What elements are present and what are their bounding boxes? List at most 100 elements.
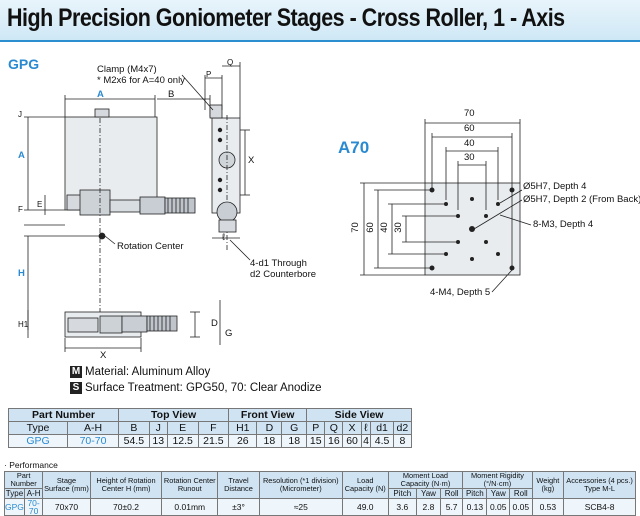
th-load: Load Capacity (N) [341,471,389,499]
dim-e: E [37,200,43,209]
cell-accessories: SCB4-8 [563,498,636,516]
th-yaw: Yaw [415,488,442,499]
cell-resolution: ≈25 [258,498,343,516]
variant-label: A70 [338,138,370,157]
th-yaw: Yaw [486,488,511,499]
a70-callout-1: Ø5H7, Depth 4 [523,181,587,192]
dim-h1: H1 [18,320,29,329]
th-pitch: Pitch [462,488,488,499]
cell-value: 26 [228,434,258,448]
th-col: X [342,421,362,435]
cell-type: GPG [8,434,68,448]
a70-dim-left-40: 40 [378,222,390,233]
cell-type: GPG [4,498,25,516]
a70-callout-3: 8-M3, Depth 4 [533,219,594,230]
a70-dim-left-70: 70 [349,222,361,233]
cell-runout: 0.01mm [161,498,219,516]
title-bar: High Precision Goniometer Stages - Cross… [0,0,640,42]
dim-x-side: X [248,155,255,166]
th-height: Height of Rotation Center H (mm) [89,471,163,499]
cell-ah: 70-70 [67,434,119,448]
cell-height: 70±0.2 [89,498,163,516]
material-letter: M [70,366,82,378]
th-top-view: Top View [117,408,230,422]
a70-dim-left-30: 30 [392,222,404,233]
counterbore-label: d2 Counterbore [250,269,317,280]
cell-value: 54.5 [118,434,150,448]
dim-g: G [225,328,233,339]
cell-ml-pitch: 3.6 [387,498,417,516]
cell-value: 12.5 [166,434,199,448]
a70-callout-4: 4-M4, Depth 5 [430,287,491,298]
cell-ml-roll: 5.7 [439,498,464,516]
rotation-center-label: Rotation Center [117,241,184,252]
table-row: GPG 70-70 70x70 70±0.2 0.01mm ±3° ≈25 49… [4,498,636,516]
dim-x-front: X [100,350,107,361]
dim-d: D [211,318,218,329]
dim-p: P [206,70,212,79]
dim-l: ℓ [222,232,226,243]
th-col: d1 [370,421,394,435]
dimension-table: Part Number Top View Front View Side Vie… [8,408,413,448]
cell-value: 16 [324,434,344,448]
cell-travel: ±3° [217,498,260,516]
th-col: G [281,421,308,435]
page-title: High Precision Goniometer Stages - Cross… [7,4,565,32]
th-rigidity: Moment Rigidity (°/N·cm) [462,471,533,489]
th-type: Type [8,421,68,435]
performance-table: Part Number Stage Surface (mm) Height of… [3,471,636,516]
th-col: d2 [392,421,413,435]
surface-letter: S [70,382,82,394]
th-part-number: Part Number [8,408,119,422]
th-front-view: Front View [228,408,308,422]
dim-f: F [18,205,23,214]
dim-a-top: A [97,89,104,100]
th-roll: Roll [509,488,533,499]
cell-value: 18 [281,434,308,448]
th-col: J [148,421,168,435]
performance-label: · Performance [4,460,58,470]
th-col: P [306,421,326,435]
surface-text: Surface Treatment: GPG50, 70: Clear Anod… [85,382,322,394]
th-pitch: Pitch [387,488,417,499]
clamp-label: Clamp (M4x7) [97,64,157,75]
technical-drawing [24,62,532,352]
cell-ah: 70-70 [23,498,44,516]
series-label: GPG [8,56,40,72]
th-col: B [118,421,150,435]
a70-dim-top-60: 60 [464,123,475,134]
a70-dim-top-30: 30 [464,152,475,163]
cell-mr-pitch: 0.13 [462,498,488,516]
cell-value: 18 [256,434,283,448]
th-col: E [166,421,199,435]
cell-weight: 0.53 [531,498,565,516]
cell-value: 15 [306,434,326,448]
a70-callout-2: Ø5H7, Depth 2 (From Back) [523,194,640,205]
dim-a-side: A [18,150,25,161]
th-travel: Travel Distance [217,471,260,499]
th-runout: Rotation Center Runout [161,471,219,499]
th-weight: Weight (kg) [531,471,565,499]
th-stage-surface: Stage Surface (mm) [42,471,91,499]
through-label: 4-d1 Through [250,258,307,269]
a70-dim-left-60: 60 [364,222,376,233]
th-roll: Roll [439,488,464,499]
cell-value: 4.5 [370,434,394,448]
cell-ml-yaw: 2.8 [415,498,442,516]
th-type: Type [4,488,25,499]
dim-h: H [18,268,25,279]
th-col: Q [324,421,344,435]
clamp-note: * M2x6 for A=40 only [97,75,185,86]
a70-dim-top-40: 40 [464,138,475,149]
th-resolution: Resolution (*1 division) (Micrometer) [258,471,343,499]
cell-stage-surface: 70x70 [42,498,91,516]
th-part-number: Part Number [3,471,44,489]
cell-value: 4 [360,434,372,448]
table-row: GPG 70-70 54.5 13 12.5 21.5 26 18 18 15 … [8,434,413,448]
dim-b: B [168,89,175,100]
cell-value: 8 [392,434,413,448]
cell-load: 49.0 [341,498,389,516]
cell-value: 60 [342,434,362,448]
